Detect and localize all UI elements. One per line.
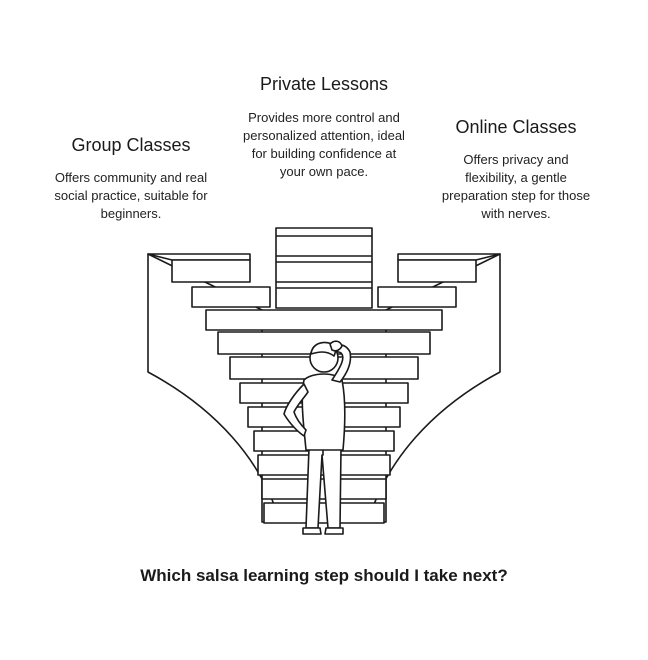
right-top-step: [397, 259, 477, 283]
center-column: [275, 227, 373, 309]
online-classes-title: Online Classes: [455, 117, 577, 137]
private-lessons-description: Provides more control and personalized a…: [243, 110, 405, 179]
left-top-step-upper: [147, 253, 251, 261]
step-1: [205, 309, 443, 331]
group-classes-title: Group Classes: [71, 135, 191, 155]
right-top-step-upper: [397, 253, 501, 261]
step-9: [263, 502, 385, 524]
left-top-step: [171, 259, 251, 283]
online-classes-description: Offers privacy and flexibility, a gentle…: [441, 152, 591, 221]
group-classes-description: Offers community and real social practic…: [54, 170, 208, 221]
private-lessons-title: Private Lessons: [259, 74, 389, 94]
thinking-person: [283, 340, 352, 535]
left-second-step: [191, 286, 271, 308]
right-second-step: [377, 286, 457, 308]
question-caption: Which salsa learning step should I take …: [140, 566, 508, 585]
